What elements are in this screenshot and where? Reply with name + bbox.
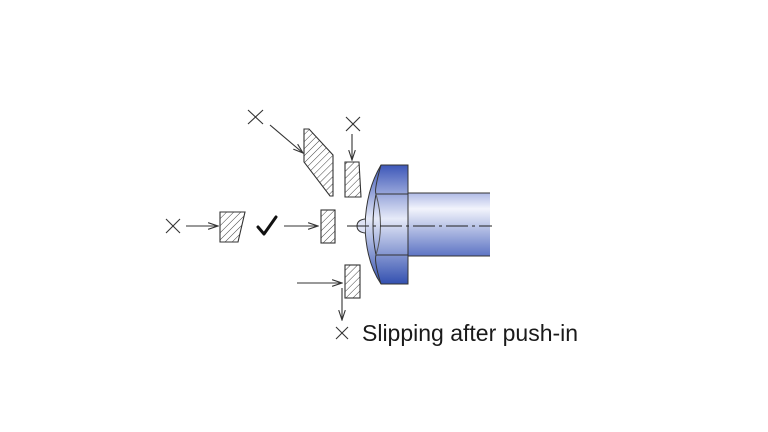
caption-slipping-after-push-in: Slipping after push-in (362, 320, 579, 346)
bolt-head (364, 164, 409, 285)
tool-tapered (219, 211, 246, 243)
bolt (347, 164, 492, 285)
arrow-diagonal (269, 124, 303, 153)
tool-top (344, 161, 362, 198)
tool-bottom (344, 264, 361, 299)
bolt-shaft (408, 193, 490, 256)
wrong-mark-bottom (335, 326, 349, 340)
tool-correct (320, 209, 336, 244)
wrong-mark-top (345, 116, 361, 132)
wrong-mark-top-left (247, 109, 264, 125)
check-icon (256, 215, 278, 236)
tool-angled (303, 128, 334, 197)
wrong-mark-left (165, 218, 181, 234)
